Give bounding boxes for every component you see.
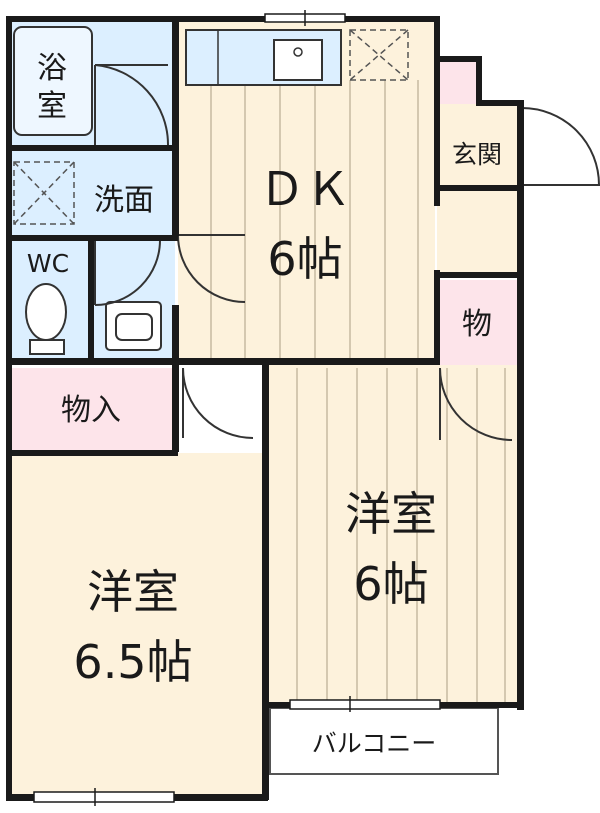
storage-small-floor [437, 280, 517, 365]
washroom-label: 洗面 [94, 183, 154, 218]
refrigerator-space [349, 29, 409, 81]
dk-label-line1: ＤＫ [259, 162, 351, 216]
dk-flooring-lines [210, 80, 419, 360]
western-b-floor [268, 365, 520, 705]
washroom-floor [10, 150, 175, 240]
bathtub [13, 26, 93, 136]
balcony-floor [269, 707, 499, 775]
western-a-floor [10, 453, 265, 795]
storage-closet-label: 物入 [61, 393, 121, 428]
toilet-fixture [25, 283, 67, 355]
bath-label-line1: 浴 [37, 51, 67, 86]
western-a-label-line2: 6.5帖 [73, 635, 192, 689]
balcony-label: バルコニー [312, 729, 437, 758]
storage-small-label: 物 [462, 307, 492, 342]
western-b-label-line2: 6帖 [353, 557, 428, 611]
entrance-top-storage-floor [437, 60, 480, 104]
kitchen-counter [185, 29, 342, 86]
western-a-label-line1: 洋室 [87, 565, 179, 619]
western-b-flooring-lines [296, 368, 506, 703]
western-b-label-line1: 洋室 [345, 487, 437, 541]
door-swings [94, 64, 600, 441]
washbasin-fixture [105, 301, 162, 351]
storage-closet-floor [10, 368, 175, 453]
sink [273, 39, 323, 81]
entrance-floor [437, 100, 517, 190]
washing-machine-space [13, 161, 75, 225]
dk-label-line2: 6帖 [267, 232, 342, 286]
bath-label-line2: 室 [37, 89, 67, 124]
toilet-label: WC [27, 249, 69, 278]
entrance-label: 玄関 [452, 140, 502, 169]
hall-floor [437, 190, 517, 275]
windows [33, 10, 441, 806]
